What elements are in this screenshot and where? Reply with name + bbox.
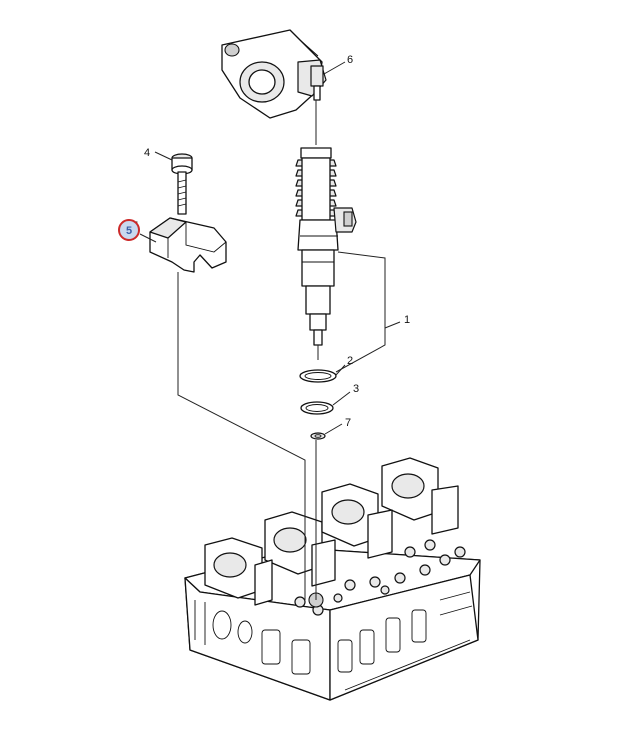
o-ring-3	[300, 401, 334, 415]
clamp-bolt	[171, 153, 193, 215]
adjusting-screw	[310, 65, 324, 101]
callout-6: 6	[347, 54, 353, 66]
callout-3: 3	[353, 383, 359, 395]
callout-4: 4	[144, 147, 150, 159]
highlight-ring	[118, 219, 140, 241]
head-bolts	[294, 539, 466, 616]
injector-seals	[299, 369, 337, 440]
callout-7: 7	[345, 417, 351, 429]
callout-5-highlight[interactable]: 5	[118, 219, 140, 241]
assembly-lines	[177, 272, 317, 600]
rocker-arm	[221, 29, 327, 145]
callout-1: 1	[404, 314, 410, 326]
fuel-injector	[295, 147, 357, 360]
callout-labels: 1 2 3 4 6 7 5	[118, 54, 410, 429]
callout-leaders	[139, 61, 401, 435]
sealing-washer-7	[310, 432, 326, 440]
o-ring-2	[299, 369, 337, 383]
camshaft-towers	[204, 457, 459, 606]
injector-clamp	[124, 217, 227, 273]
cylinder-head	[184, 457, 481, 701]
callout-5: 5	[126, 225, 132, 237]
callout-2: 2	[347, 355, 353, 367]
